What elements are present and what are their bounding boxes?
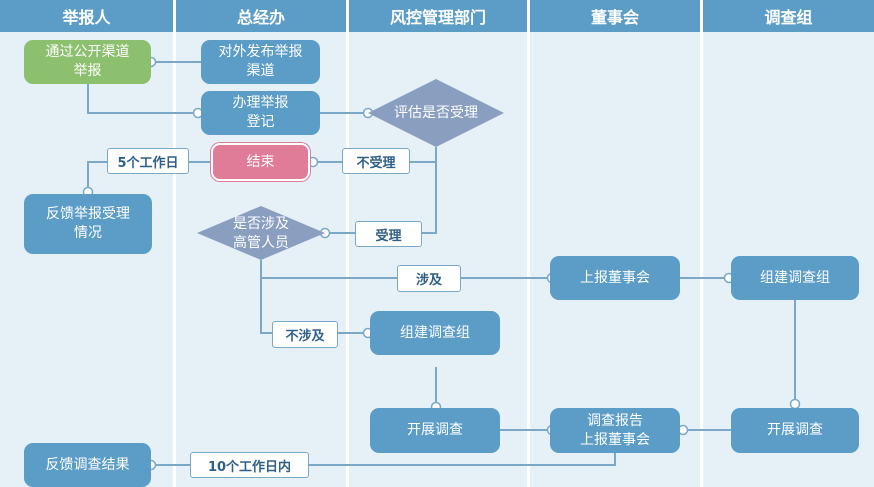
edge-label-five-days: 5个工作日 <box>107 148 189 174</box>
decision-involves-senior-management: 是否涉及 高管人员 <box>233 216 289 251</box>
node-form-team-risk: 组建调查组 <box>370 311 500 355</box>
node-report-result-to-board: 调查报告 上报董事会 <box>550 408 680 453</box>
node-feedback-acceptance: 反馈举报受理 情况 <box>24 194 152 254</box>
node-register-report: 办理举报 登记 <box>201 91 320 135</box>
node-conduct-investigation-risk: 开展调查 <box>370 408 500 453</box>
lane-investigation-bg <box>703 0 874 487</box>
edge-label-accepted: 受理 <box>355 221 422 247</box>
lane-header-board: 董事会 <box>530 0 700 32</box>
edge-label-ten-days: 10个工作日内 <box>190 452 309 478</box>
node-end: 结束 <box>211 143 310 181</box>
lane-header-gm-office: 总经办 <box>176 0 346 32</box>
node-public-channel-report: 通过公开渠道 举报 <box>24 40 151 84</box>
node-form-team-board: 组建调查组 <box>731 256 859 300</box>
edge-label-not-involved: 不涉及 <box>272 321 338 348</box>
decision-assess-acceptance: 评估是否受理 <box>394 104 478 121</box>
decision-diamond-assess <box>368 79 504 147</box>
node-publish-report-channel: 对外发布举报 渠道 <box>201 40 320 84</box>
node-report-to-board: 上报董事会 <box>550 256 680 300</box>
edge-label-involved: 涉及 <box>397 265 461 292</box>
lane-header-reporter: 举报人 <box>0 0 173 32</box>
lane-header-investigation: 调查组 <box>703 0 874 32</box>
decision-diamond-senior <box>197 206 325 260</box>
node-feedback-result: 反馈调查结果 <box>24 443 151 487</box>
edge-label-not-accepted: 不受理 <box>342 148 410 174</box>
lane-header-risk: 风控管理部门 <box>349 0 527 32</box>
node-conduct-investigation-team: 开展调查 <box>731 408 859 453</box>
lane-board-bg <box>530 0 700 487</box>
